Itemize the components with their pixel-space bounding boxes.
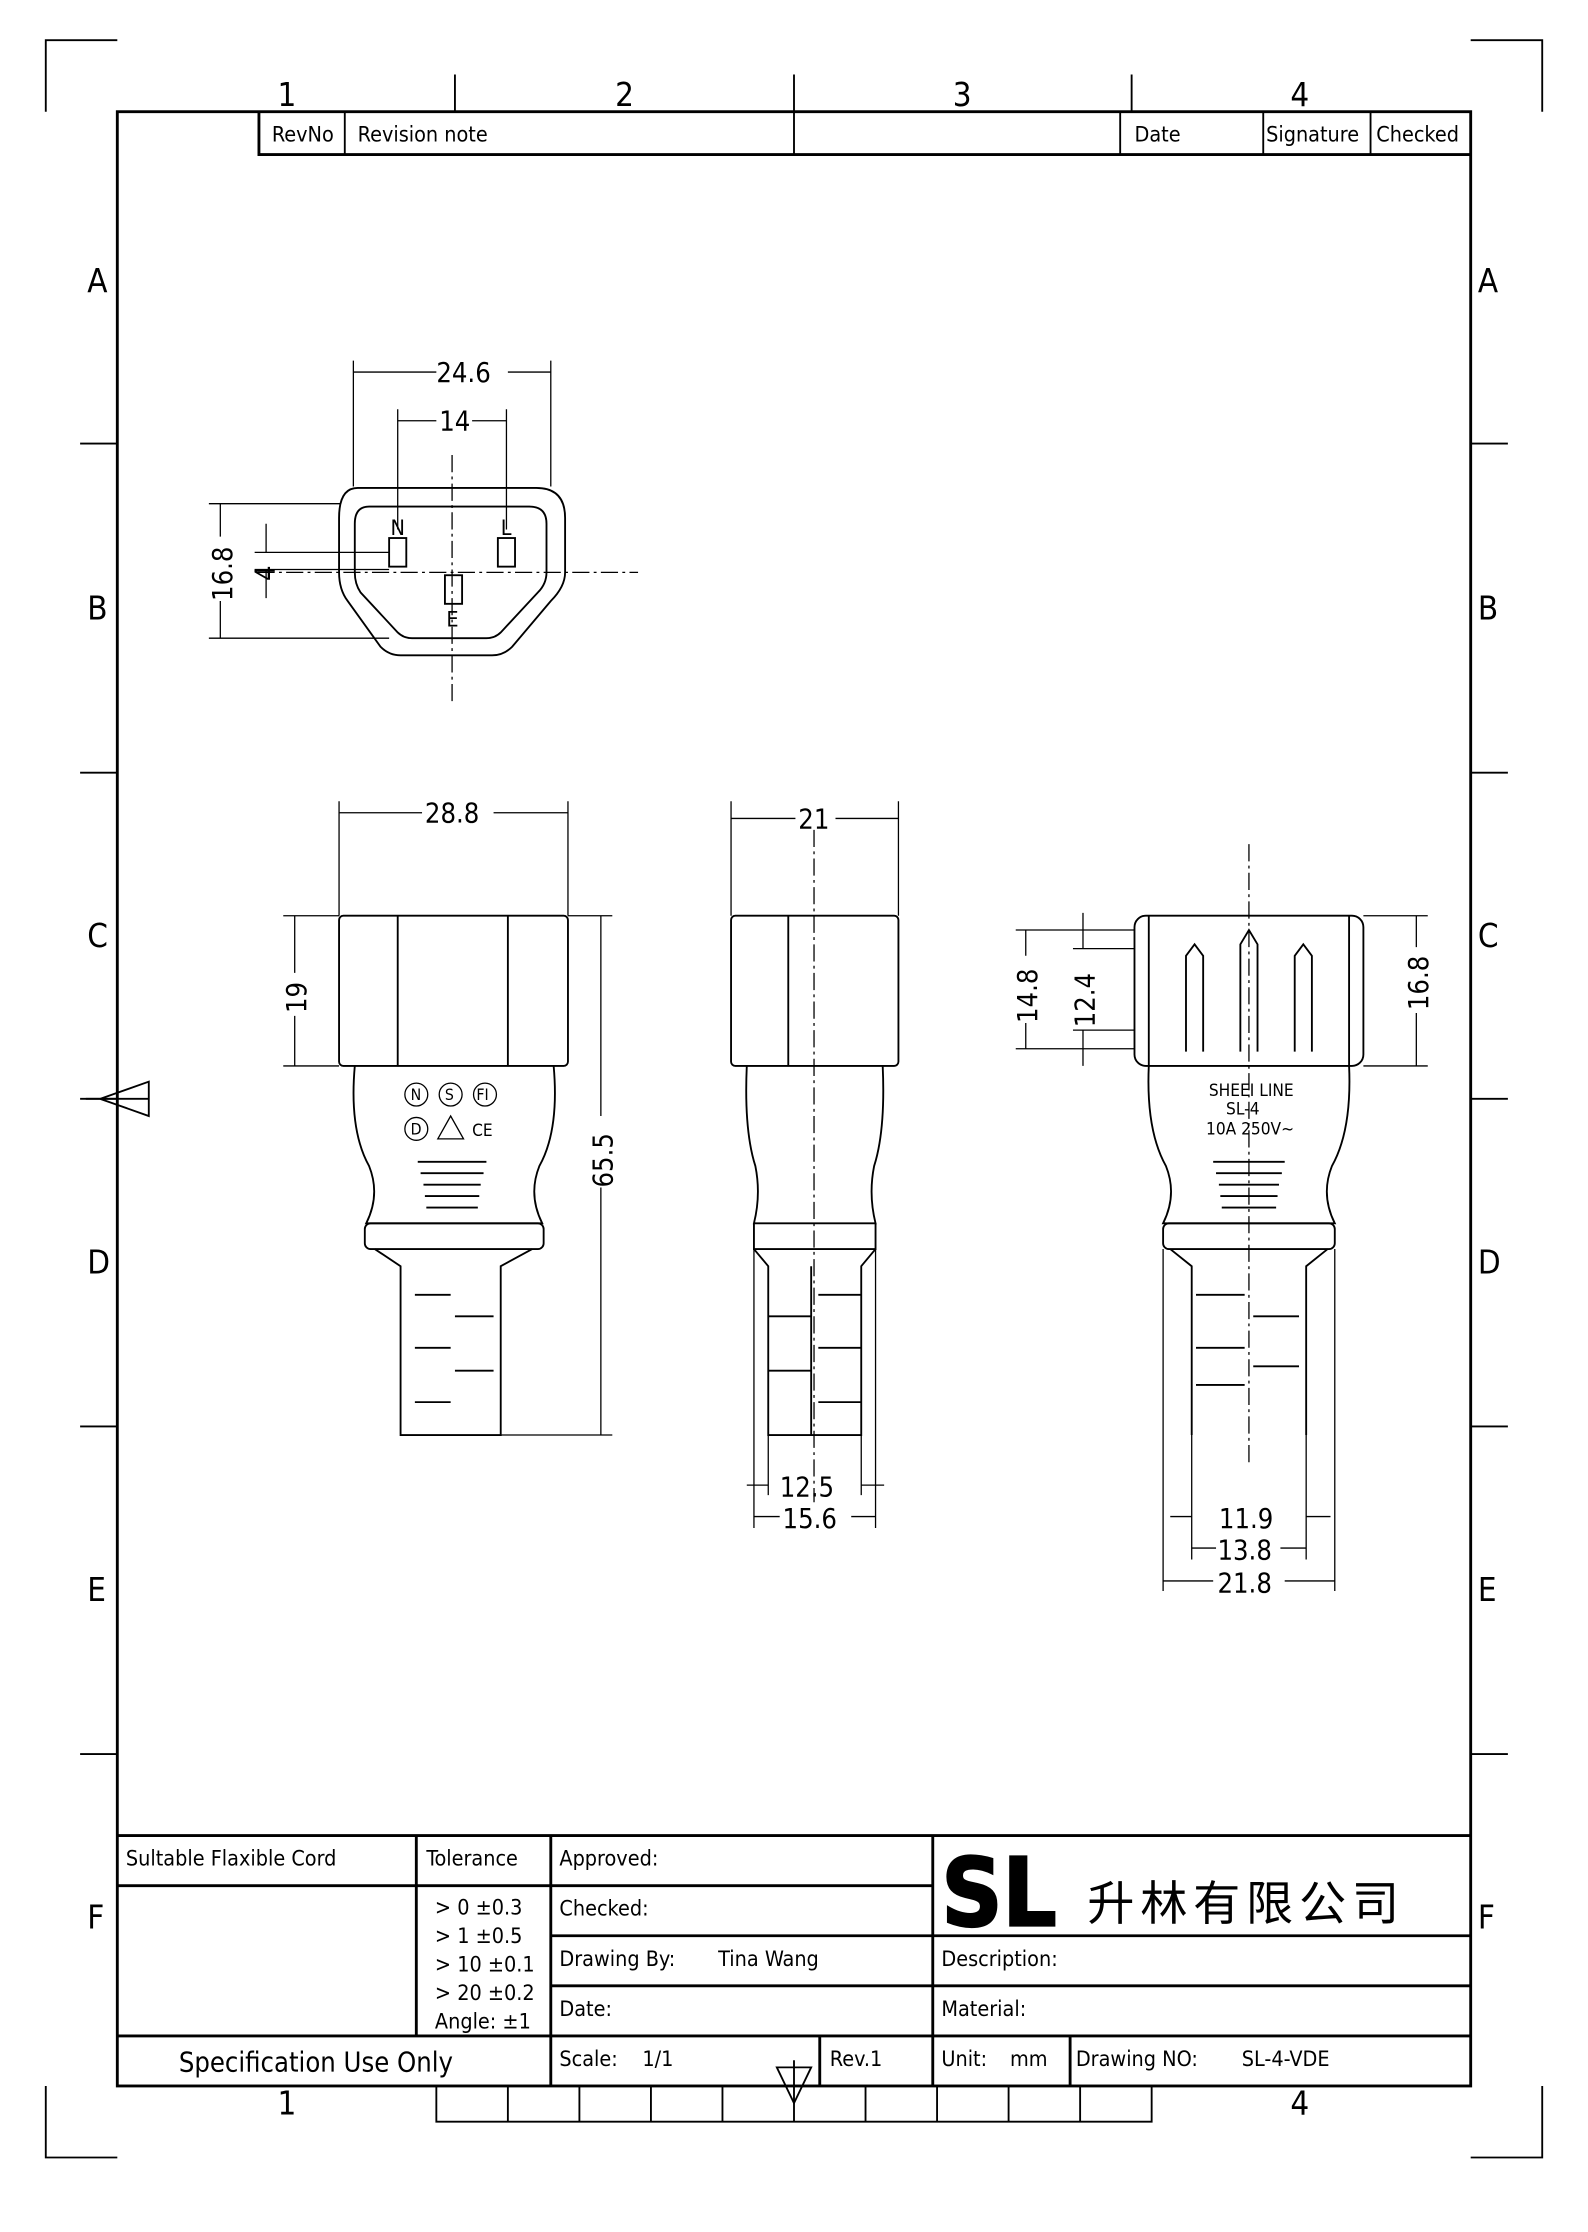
right-view: SHEEI LINE SL-4 10A 250V~ 14.8 12.4 16.8… (1013, 844, 1435, 1599)
revision-table: RevNo Revision note Date Signature Check… (257, 111, 1471, 157)
col-4: 4 (1290, 75, 1309, 114)
mark-d: D (411, 1120, 422, 1139)
dim-head-height: 19 (282, 982, 313, 1013)
tolerance-20: > 20 ±0.2 (435, 1981, 535, 2006)
mark-n: N (411, 1085, 422, 1104)
date-label: Date: (559, 1997, 612, 2022)
dim-face-height: 16.8 (208, 547, 239, 601)
dim-right-height-inner: 12.4 (1070, 973, 1101, 1027)
scale-value: 1/1 (642, 2047, 673, 2072)
company-logo: SL (941, 1839, 1056, 1949)
row-e: E (87, 1570, 106, 1609)
col-1-bottom: 1 (278, 2084, 297, 2123)
col-3: 3 (953, 75, 972, 114)
drawing-by-value: Tina Wang (717, 1947, 819, 1972)
mark-ce: CE (472, 1121, 493, 1141)
certification-marks (404, 1082, 498, 1141)
description-label: Description: (941, 1947, 1057, 1972)
material-label: Material: (941, 1997, 1026, 2022)
rev-value: Rev.1 (830, 2047, 882, 2072)
unit-label: Unit: (941, 2047, 987, 2072)
checked-label: Checked: (559, 1897, 648, 1922)
suitable-cord-label: Sultable Flaxible Cord (126, 1847, 337, 1872)
col-4-bottom: 4 (1290, 2084, 1309, 2123)
zone-ticks (80, 74, 1508, 1755)
corner-marks (44, 39, 1544, 2159)
scale-label: Scale: (559, 2047, 617, 2072)
dim-side-cord-outer: 15.6 (783, 1504, 837, 1535)
row-b-right: B (1478, 589, 1498, 628)
approved-label: Approved: (559, 1847, 658, 1872)
signature-header: Signature (1266, 123, 1359, 148)
tolerance-angle: Angle: ±1 (435, 2010, 531, 2035)
tolerance-label: Tolerance (425, 1847, 518, 1872)
front-view: N S FI D CE 28.8 19 65.5 (282, 799, 619, 1436)
dim-front-width: 28.8 (425, 799, 479, 830)
spec-use-only: Specification Use Only (179, 2048, 453, 2079)
side-view: 21 12.5 15.6 (730, 801, 900, 1535)
col-2: 2 (615, 75, 634, 114)
marking-brand: SHEEI LINE (1209, 1081, 1294, 1101)
tolerance-1: > 1 ±0.5 (435, 1924, 523, 1949)
dim-right-cord-inner: 11.9 (1219, 1504, 1273, 1535)
row-a-right: A (1478, 261, 1499, 300)
marking-rating: 10A 250V~ (1206, 1120, 1294, 1140)
dim-pin-spacing: 14 (439, 407, 470, 438)
row-b: B (87, 589, 107, 628)
checked-header: Checked (1376, 123, 1459, 148)
drawing-no-value: SL-4-VDE (1242, 2047, 1330, 2072)
row-d-right: D (1478, 1242, 1501, 1281)
drawing-by-label: Drawing By: (559, 1947, 675, 1972)
row-a: A (87, 261, 108, 300)
scale-bar (435, 2060, 1153, 2123)
rev-no-header: RevNo (272, 123, 334, 148)
mark-s: S (445, 1085, 454, 1104)
row-c: C (87, 916, 108, 955)
dim-total-length: 65.5 (588, 1133, 619, 1187)
dim-right-height-outer: 14.8 (1013, 969, 1044, 1023)
dim-side-cord-inner: 12.5 (780, 1473, 834, 1504)
revision-note-header: Revision note (358, 123, 488, 148)
zone-labels: 1 2 3 4 1 4 A B C D E F A B C D E F (87, 75, 1500, 2123)
unit-value: mm (1010, 2047, 1048, 2072)
dim-right-height-total: 16.8 (1404, 956, 1435, 1010)
dim-side-width: 21 (798, 804, 829, 835)
mark-fi: FI (476, 1085, 488, 1104)
row-e-right: E (1478, 1570, 1497, 1609)
row-d: D (87, 1242, 110, 1281)
tolerance-0: > 0 ±0.3 (435, 1895, 523, 1920)
col-1: 1 (278, 75, 297, 114)
tolerance-10: > 10 ±0.1 (435, 1953, 535, 1978)
face-view: N L E 24.6 14 16.8 4 (208, 358, 639, 702)
row-c-right: C (1478, 916, 1499, 955)
row-f-right: F (1478, 1898, 1495, 1937)
company-name: 升林有限公司 (1087, 1877, 1405, 1932)
dim-right-width: 21.8 (1217, 1568, 1271, 1599)
dim-pin-offset: 4 (251, 565, 282, 581)
dim-right-cord-mid: 13.8 (1217, 1535, 1271, 1566)
row-f: F (87, 1898, 104, 1937)
drawing-no-label: Drawing NO: (1076, 2047, 1198, 2072)
date-header: Date (1134, 123, 1180, 148)
dim-face-width: 24.6 (436, 358, 490, 389)
title-block: Sultable Flaxible Cord Tolerance > 0 ±0.… (117, 1834, 1471, 2086)
marking-model: SL-4 (1226, 1100, 1259, 1120)
